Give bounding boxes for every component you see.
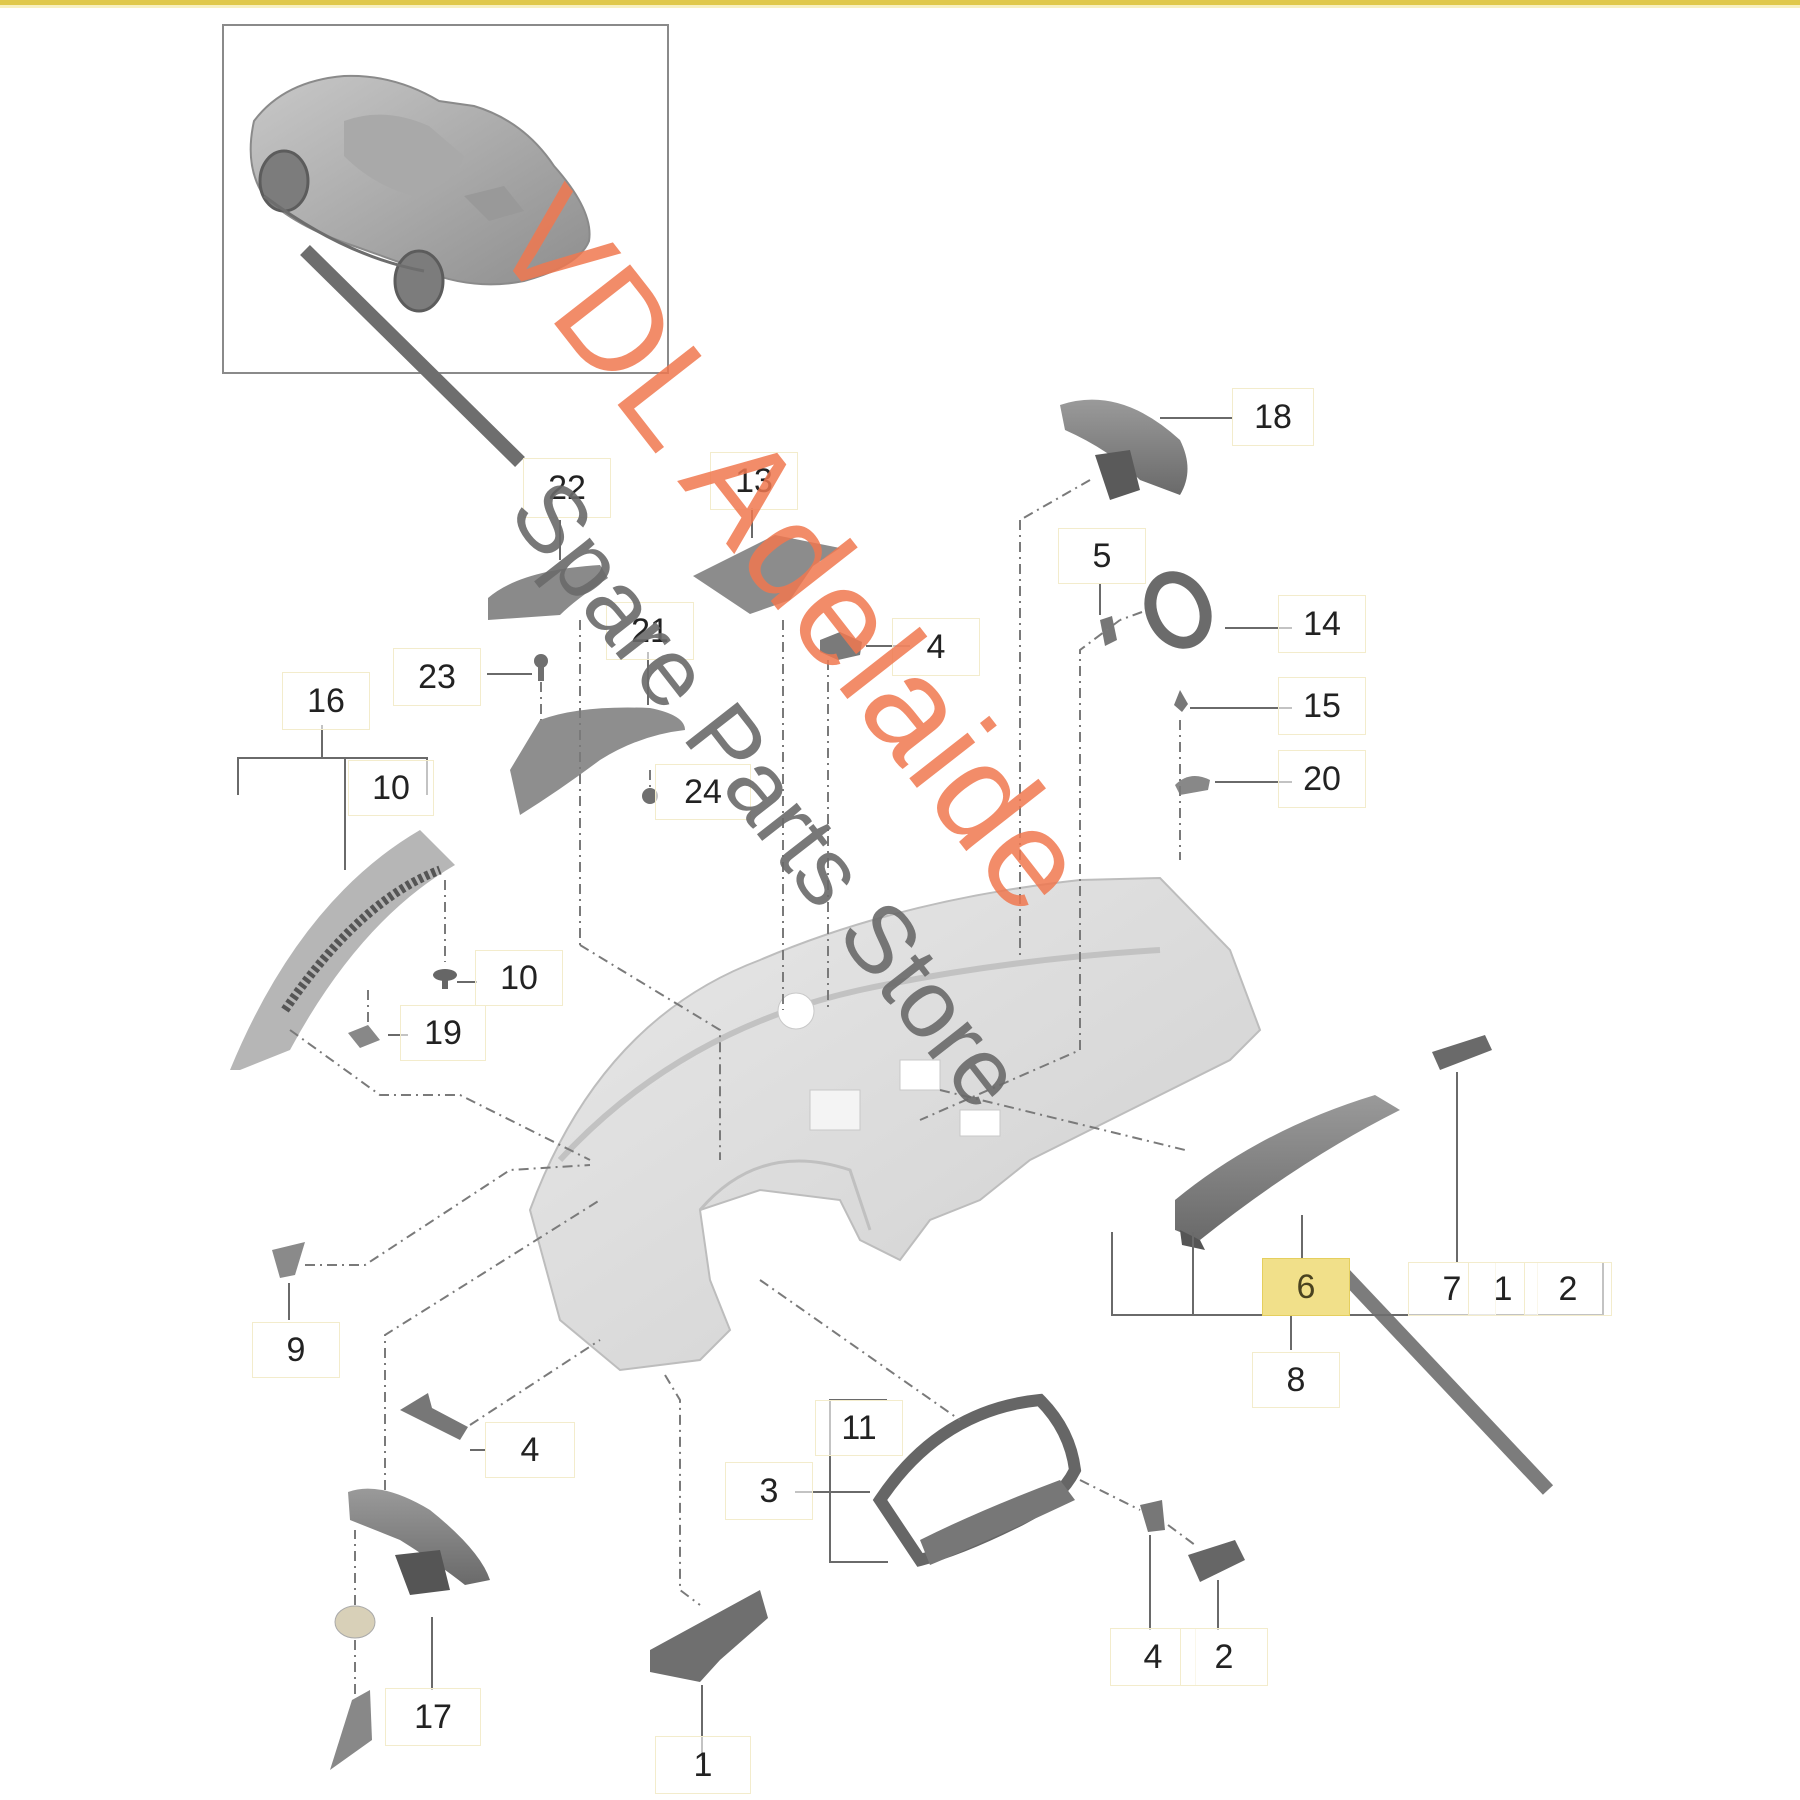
part-label-13[interactable]: 13 bbox=[710, 452, 798, 510]
trim-part-21 bbox=[510, 707, 685, 815]
sports-car-icon bbox=[249, 74, 591, 313]
clip-part-20 bbox=[1175, 776, 1210, 795]
part-label-19[interactable]: 19 bbox=[400, 1005, 486, 1061]
part-label-15[interactable]: 15 bbox=[1278, 677, 1366, 735]
watermark-bar-left bbox=[300, 245, 525, 467]
accent-top-bar-glow bbox=[0, 5, 1800, 8]
part-label-8[interactable]: 8 bbox=[1252, 1352, 1340, 1408]
clip-part-19 bbox=[348, 1025, 380, 1048]
clip-part-4 bbox=[820, 632, 862, 660]
clip-part-4-lower bbox=[1140, 1500, 1165, 1532]
side-vent-trim-part-16 bbox=[230, 830, 455, 1070]
assembly-lines bbox=[289, 479, 1196, 1695]
part-label-4-surround[interactable]: 11 bbox=[815, 1400, 903, 1456]
display-part-6 bbox=[1175, 1095, 1400, 1250]
knob-part-7 bbox=[1432, 1035, 1492, 1070]
clip-part-15 bbox=[1174, 690, 1188, 712]
part-label-10-upper[interactable]: 10 bbox=[348, 760, 434, 816]
cap-part-2 bbox=[1188, 1540, 1245, 1582]
part-label-2-upper[interactable]: 2 bbox=[1524, 1262, 1612, 1316]
vehicle-thumbnail-frame bbox=[222, 24, 669, 374]
part-label-23[interactable]: 23 bbox=[393, 648, 481, 706]
part-label-20[interactable]: 20 bbox=[1278, 750, 1366, 808]
part-label-10-lower[interactable]: 10 bbox=[475, 950, 563, 1006]
part-label-17[interactable]: 17 bbox=[385, 1688, 481, 1746]
part-label-5[interactable]: 5 bbox=[1058, 528, 1146, 584]
accent-top-bar bbox=[0, 0, 1800, 5]
watermark-bar-right bbox=[1339, 1270, 1554, 1495]
part-label-6-selected[interactable]: 6 bbox=[1262, 1258, 1350, 1316]
part-label-11[interactable]: 4 bbox=[485, 1422, 575, 1478]
ring-part-14 bbox=[1144, 571, 1212, 649]
part-label-9[interactable]: 9 bbox=[252, 1322, 340, 1378]
part-label-16[interactable]: 16 bbox=[282, 672, 370, 730]
screw-part-24 bbox=[642, 788, 658, 804]
part-label-21[interactable]: 21 bbox=[606, 602, 694, 660]
part-label-18[interactable]: 18 bbox=[1232, 388, 1314, 446]
switch-panel-part-1 bbox=[650, 1590, 768, 1682]
dashboard-carrier-part bbox=[528, 876, 1262, 1372]
part-label-22[interactable]: 22 bbox=[523, 458, 611, 518]
part-label-14[interactable]: 14 bbox=[1278, 595, 1366, 653]
instrument-surround-part-3 bbox=[872, 1393, 1082, 1567]
cover-part-13 bbox=[693, 535, 840, 614]
clip-part-9 bbox=[272, 1242, 305, 1278]
air-vent-part-17 bbox=[330, 1488, 490, 1770]
screw-part-10 bbox=[433, 969, 457, 989]
part-label-2-lower[interactable]: 2 bbox=[1180, 1628, 1268, 1686]
cover-part-22 bbox=[488, 565, 608, 620]
part-label-4-upper[interactable]: 4 bbox=[892, 618, 980, 676]
screw-part-23 bbox=[534, 654, 548, 681]
air-vent-part-18 bbox=[1060, 399, 1188, 500]
part-label-1-lower[interactable]: 1 bbox=[655, 1736, 751, 1794]
bracket-part-11 bbox=[400, 1393, 468, 1440]
part-label-3[interactable]: 3 bbox=[725, 1462, 813, 1520]
clip-part-5 bbox=[1100, 616, 1117, 646]
part-label-24[interactable]: 24 bbox=[655, 764, 751, 820]
